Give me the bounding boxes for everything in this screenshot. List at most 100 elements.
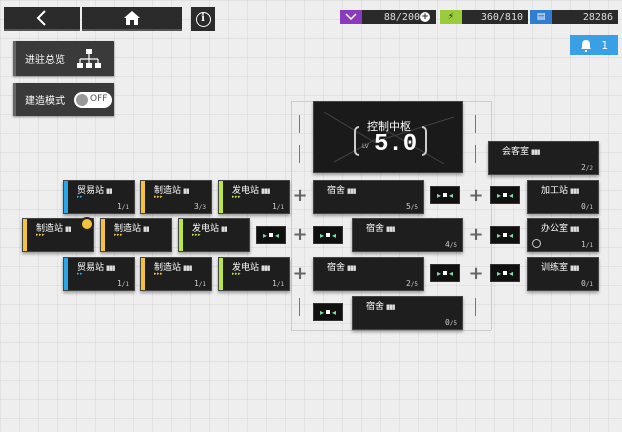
add-room-plus[interactable]: + [292, 263, 308, 284]
factory-room[interactable]: 制造站▮▮ ▸▸▸ [100, 218, 172, 252]
corridor-connector: ▸◂ [430, 264, 460, 282]
power-stripe [219, 258, 223, 290]
room-occupancy: 1/1 [116, 202, 129, 211]
lmd-value: 28286 [552, 10, 618, 24]
corridor-connector: ▸◂ [490, 226, 520, 244]
room-name: 发电站 [232, 263, 260, 273]
bottom-right-tick [475, 298, 476, 316]
workshop-room[interactable]: 加工站▮▮▮ 0/1 [527, 180, 599, 214]
org-chart-icon [77, 48, 101, 68]
control-left-tick-2 [299, 145, 300, 163]
level-bars: ▮▮▮ [261, 187, 271, 195]
room-name: 训练室 [541, 263, 569, 273]
add-drone-icon[interactable]: + [420, 12, 430, 22]
room-sub-icon: ▸▸▸ [232, 194, 242, 200]
training-room[interactable]: 训练室▮▮▮ 0/1 [527, 257, 599, 291]
overview-label: 进驻总览 [25, 55, 65, 66]
back-button[interactable] [4, 7, 80, 31]
info-button[interactable]: i [191, 7, 215, 31]
room-name: 宿舍 [327, 186, 346, 196]
power-stripe [179, 219, 183, 251]
notification-button[interactable]: 1 [570, 35, 618, 55]
room-sub-icon: ▸▸▸ [154, 271, 164, 277]
level-bars: ▮▮▮ [386, 225, 396, 233]
room-name: 发电站 [232, 186, 260, 196]
control-right-tick [475, 115, 476, 133]
room-name: 宿舍 [366, 302, 385, 312]
factory-room[interactable]: 制造站▮▮ ▸▸▸ 3/3 [140, 180, 212, 214]
room-name: 制造站 [154, 186, 182, 196]
drone-icon [340, 10, 362, 24]
factory-stripe [141, 258, 145, 290]
room-name: 办公室 [541, 224, 569, 234]
corridor-connector: ▸◂ [313, 303, 343, 321]
room-name: 制造站 [114, 224, 142, 234]
right-bracket-line [491, 101, 492, 330]
build-mode-label: 建造模式 [25, 96, 65, 107]
trade-station-room[interactable]: 贸易站▮▮ ▸▸ 1/1 [63, 180, 135, 214]
factory-stripe [23, 219, 27, 251]
level-bars: ▮▮ [183, 187, 190, 195]
power-plant-room[interactable]: 发电站▮▮ ▸▸▸ [178, 218, 250, 252]
level-bars: ▮▮▮ [386, 303, 396, 311]
control-title: 控制中枢 [367, 120, 411, 133]
control-level: 5.0 [374, 131, 418, 158]
room-sub-icon: ▸▸▸ [232, 271, 242, 277]
notification-count: 1 [601, 38, 609, 52]
power-plant-room[interactable]: 发电站▮▮▮ ▸▸▸ 1/1 [218, 257, 290, 291]
room-name: 宿舍 [327, 263, 346, 273]
level-bars: ▮▮▮ [261, 264, 271, 272]
level-bars: ▮▮▮ [570, 264, 580, 272]
room-name: 制造站 [36, 224, 64, 234]
room-occupancy: 5/5 [405, 202, 418, 211]
add-room-plus[interactable]: + [292, 185, 308, 206]
room-occupancy: 0/1 [580, 279, 593, 288]
overview-button[interactable]: 进驻总览 [13, 41, 114, 76]
room-occupancy: 2/5 [405, 279, 418, 288]
info-icon: i [195, 11, 211, 27]
home-button[interactable] [82, 7, 182, 31]
toggle-switch[interactable]: OFF [74, 91, 112, 108]
dormitory-room[interactable]: 宿舍▮▮▮ 2/5 [313, 257, 424, 291]
room-occupancy: 1/1 [271, 202, 284, 211]
room-name: 制造站 [154, 263, 182, 273]
trade-stripe [64, 181, 68, 213]
room-name: 贸易站 [77, 263, 105, 273]
dormitory-room[interactable]: 宿舍▮▮▮ 4/5 [352, 218, 463, 252]
control-bracket-right [422, 126, 427, 156]
build-mode-toggle[interactable]: 建造模式 OFF [13, 83, 114, 116]
alert-icon[interactable] [80, 217, 94, 231]
toggle-state: OFF [90, 93, 108, 104]
room-sub-icon: ▸▸▸ [192, 232, 202, 238]
corridor-connector: ▸◂ [490, 264, 520, 282]
drone-resource[interactable]: 88/200 + [340, 10, 436, 24]
level-bars: ▮▮▮ [183, 264, 193, 272]
level-bars: ▮▮▮ [347, 187, 357, 195]
office-room[interactable]: 办公室▮▮▮ 1/1 [527, 218, 599, 252]
control-center-room[interactable]: 控制中枢 LV 5.0 [313, 101, 463, 173]
corridor-connector: ▸◂ [490, 186, 520, 204]
room-name: 会客室 [502, 147, 530, 157]
room-occupancy: 0/1 [580, 202, 593, 211]
trade-station-room[interactable]: 贸易站▮▮▮ ▸▸ 1/1 [63, 257, 135, 291]
add-room-plus[interactable]: + [468, 263, 484, 284]
room-occupancy: 4/5 [444, 240, 457, 249]
power-plant-room[interactable]: 发电站▮▮▮ ▸▸▸ 1/1 [218, 180, 290, 214]
room-name: 贸易站 [77, 186, 105, 196]
dormitory-room[interactable]: 宿舍▮▮▮ 0/5 [352, 296, 463, 330]
left-bracket-line [291, 101, 292, 330]
level-bars: ▮▮▮ [347, 264, 357, 272]
room-name: 宿舍 [366, 224, 385, 234]
reception-room[interactable]: 会客室▮▮▮ 2/2 [488, 141, 599, 175]
add-room-plus[interactable]: + [292, 224, 308, 245]
home-icon [124, 11, 140, 25]
power-stripe [219, 181, 223, 213]
power-resource: ⚡ 360/810 [440, 10, 528, 24]
room-occupancy: 1/1 [193, 279, 206, 288]
dormitory-room[interactable]: 宿舍▮▮▮ 5/5 [313, 180, 424, 214]
add-room-plus[interactable]: + [468, 185, 484, 206]
factory-stripe [101, 219, 105, 251]
room-sub-icon: ▸▸▸ [114, 232, 124, 238]
factory-room[interactable]: 制造站▮▮▮ ▸▸▸ 1/1 [140, 257, 212, 291]
add-room-plus[interactable]: + [468, 224, 484, 245]
